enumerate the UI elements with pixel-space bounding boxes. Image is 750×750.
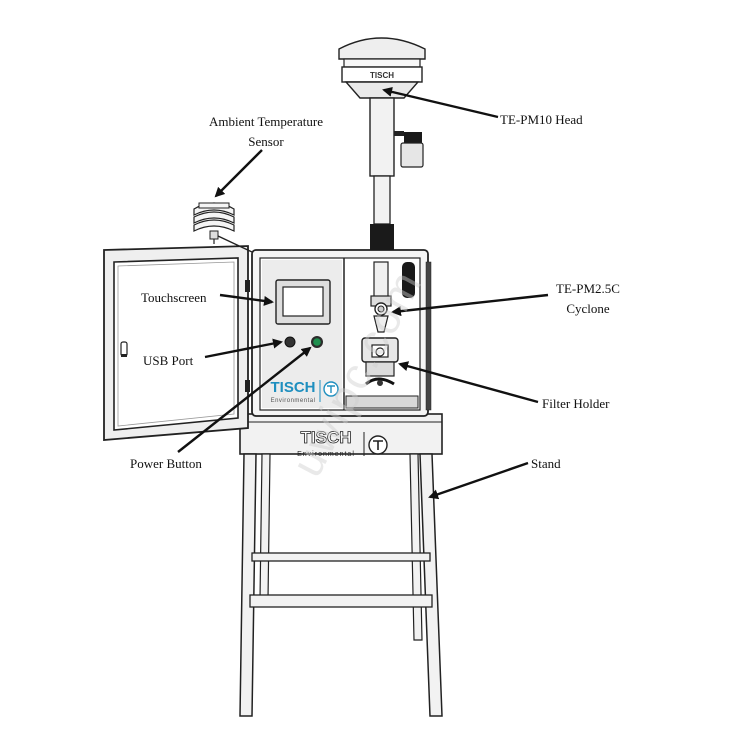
arrow-power-button <box>177 346 312 453</box>
label-pm10-head: TE-PM10 Head <box>500 112 583 127</box>
label-cyclone-line1: TE-PM2.5C <box>556 281 620 296</box>
enclosure-logo-text: TISCH <box>271 379 316 396</box>
label-filter-holder: Filter Holder <box>542 396 610 411</box>
stand-logo-subtext: Environmental <box>297 451 355 458</box>
usb-port[interactable] <box>284 336 296 348</box>
enclosure-logo: TISCH Environmental <box>271 379 339 404</box>
enclosure-door[interactable] <box>103 245 250 441</box>
door-handle <box>120 341 128 357</box>
arrow-touchscreen <box>219 293 274 306</box>
enclosure: TISCH Environmental <box>251 249 432 417</box>
label-cyclone-line2: Cyclone <box>566 301 610 316</box>
pm25-cyclone <box>370 295 392 333</box>
head-logo-text: TISCH <box>370 71 394 80</box>
touchscreen[interactable] <box>282 286 324 317</box>
enclosure-latch <box>402 262 415 298</box>
label-power-button: Power Button <box>130 456 202 471</box>
ambient-temperature-sensor <box>193 202 253 253</box>
callout-arrows <box>177 86 549 500</box>
arrow-usb-port <box>204 338 283 359</box>
enclosure-logo-subtext: Environmental <box>271 398 316 404</box>
arrow-ambient-sensor <box>214 149 263 198</box>
label-stand: Stand <box>531 456 561 471</box>
filter-holder <box>361 337 399 386</box>
label-ambient-line2: Sensor <box>248 134 284 149</box>
label-ambient-temperature-sensor: Ambient Temperature Sensor <box>209 112 323 152</box>
label-touchscreen: Touchscreen <box>141 290 207 305</box>
pm10-head: TISCH <box>338 37 426 250</box>
label-ambient-line1: Ambient Temperature <box>208 114 324 129</box>
stand-logo-text: TISCH <box>301 428 352 447</box>
power-button-indicator <box>313 338 321 346</box>
stand-logo: TISCH Environmental <box>297 428 388 458</box>
label-pm25-cyclone: TE-PM2.5C Cyclone <box>556 279 620 319</box>
stand: TISCH Environmental <box>239 413 443 717</box>
arrow-pm10-head <box>382 86 499 119</box>
touchscreen-panel <box>275 279 331 325</box>
power-button[interactable] <box>311 336 323 348</box>
label-usb-port: USB Port <box>143 353 194 368</box>
arrow-filter-holder <box>398 361 539 404</box>
arrow-cyclone <box>391 293 549 317</box>
arrow-stand <box>428 461 529 500</box>
